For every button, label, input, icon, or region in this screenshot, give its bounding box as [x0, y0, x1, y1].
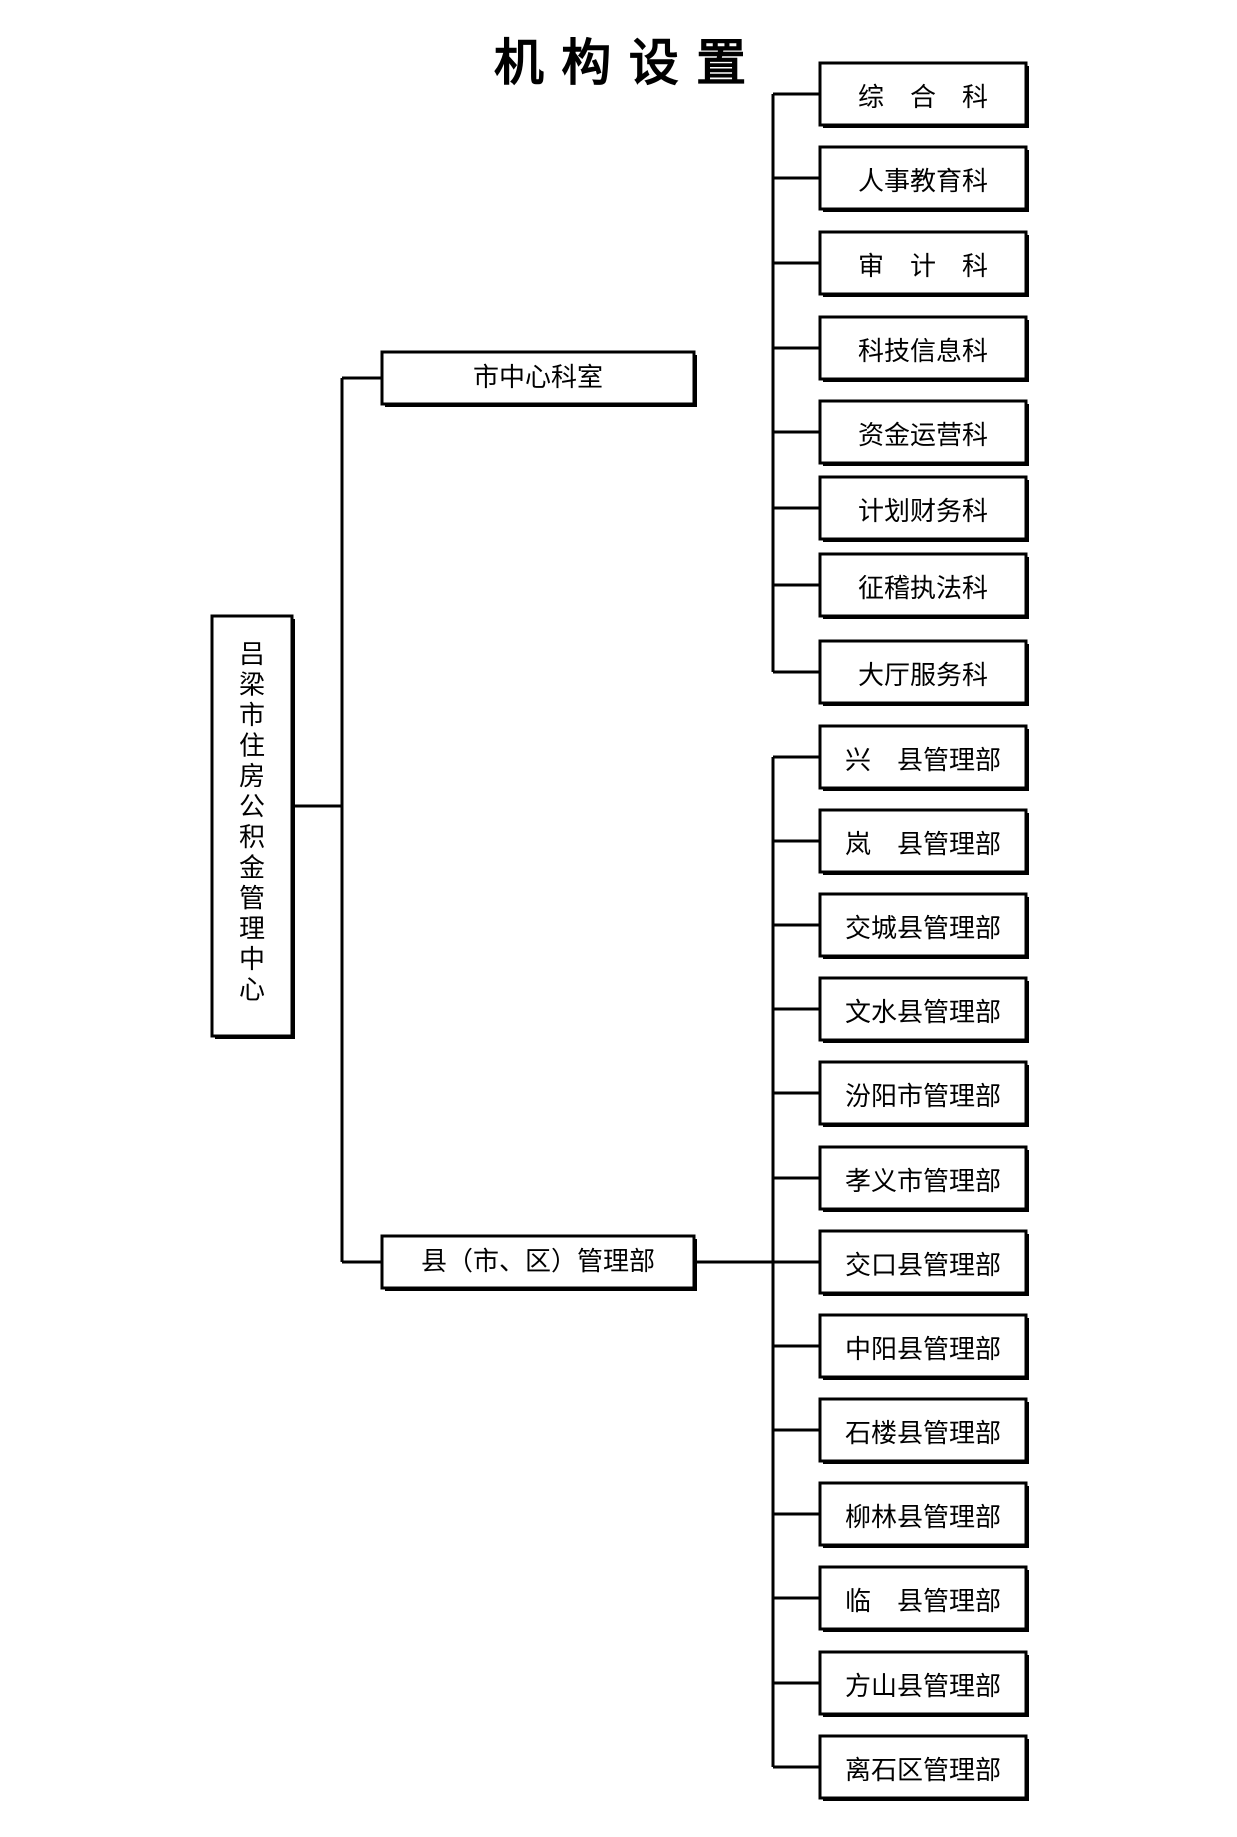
leaf-box: 临 县管理部: [818, 1565, 1029, 1632]
leaf-box: 计划财务科: [818, 475, 1029, 542]
branch-label: 县（市、区）管理部: [421, 1247, 655, 1277]
leaf-label: 交城县管理部: [845, 914, 1001, 944]
leaf-box: 方山县管理部: [818, 1650, 1029, 1717]
leaf-label: 柳林县管理部: [845, 1503, 1001, 1533]
root-label-char: 积: [239, 823, 265, 853]
leaf-label: 汾阳市管理部: [845, 1082, 1001, 1112]
leaf-label: 临 县管理部: [845, 1587, 1001, 1617]
leaf-box: 人事教育科: [818, 145, 1029, 212]
branch-label: 市中心科室: [473, 363, 603, 393]
connectors: [292, 92, 820, 1769]
leaf-label: 孝义市管理部: [845, 1167, 1001, 1197]
leaf-box: 交城县管理部: [818, 892, 1029, 959]
leaf-label: 征稽执法科: [858, 574, 988, 604]
leaf-label: 石楼县管理部: [845, 1419, 1001, 1449]
leaf-box: 孝义市管理部: [818, 1145, 1029, 1212]
leaf-box: 审 计 科: [818, 230, 1029, 297]
root-label-char: 理: [239, 915, 265, 945]
leaf-box: 大厅服务科: [818, 639, 1029, 706]
root-label-char: 管: [239, 884, 265, 914]
root-label-char: 住: [239, 732, 265, 762]
leaf-box: 汾阳市管理部: [818, 1060, 1029, 1127]
leaf-box: 科技信息科: [818, 315, 1029, 382]
leaf-box: 兴 县管理部: [818, 724, 1029, 791]
leaf-box: 中阳县管理部: [818, 1313, 1029, 1380]
root-label-char: 房: [239, 762, 265, 792]
leaf-label: 审 计 科: [858, 252, 988, 282]
leaf-label: 大厅服务科: [858, 661, 988, 691]
leaf-box: 综 合 科: [818, 61, 1029, 128]
leaf-label: 离石区管理部: [845, 1756, 1001, 1786]
root-label-char: 心: [239, 976, 265, 1006]
leaf-box: 石楼县管理部: [818, 1397, 1029, 1464]
leaf-label: 交口县管理部: [845, 1251, 1001, 1281]
root-label-char: 金: [239, 854, 265, 884]
leaf-label: 方山县管理部: [845, 1672, 1001, 1702]
leaf-box: 柳林县管理部: [818, 1481, 1029, 1548]
root-label-char: 梁: [239, 671, 265, 701]
leaf-label: 综 合 科: [858, 83, 988, 113]
leaf-label: 人事教育科: [858, 167, 988, 197]
leaf-label: 资金运营科: [858, 421, 988, 451]
leaf-box: 资金运营科: [818, 399, 1029, 466]
root-label-char: 吕: [239, 640, 265, 670]
leaf-label: 计划财务科: [858, 497, 988, 527]
leaf-label: 中阳县管理部: [845, 1335, 1001, 1365]
leaf-box: 征稽执法科: [818, 552, 1029, 619]
chart-title: 机 构 设 置: [494, 34, 746, 92]
leaf-box: 岚 县管理部: [818, 808, 1029, 875]
leaf-label: 岚 县管理部: [845, 830, 1001, 860]
leaf-box: 离石区管理部: [818, 1734, 1029, 1801]
leaf-box: 文水县管理部: [818, 976, 1029, 1043]
root-label-char: 市: [239, 701, 265, 731]
branch-box: 市中心科室: [380, 350, 697, 407]
root-label-char: 公: [239, 793, 265, 823]
leaf-label: 文水县管理部: [845, 998, 1001, 1028]
branch-box: 县（市、区）管理部: [380, 1234, 697, 1291]
leaf-label: 兴 县管理部: [845, 746, 1001, 776]
leaf-box: 交口县管理部: [818, 1229, 1029, 1296]
leaf-label: 科技信息科: [858, 337, 988, 367]
root-label-char: 中: [239, 945, 265, 975]
